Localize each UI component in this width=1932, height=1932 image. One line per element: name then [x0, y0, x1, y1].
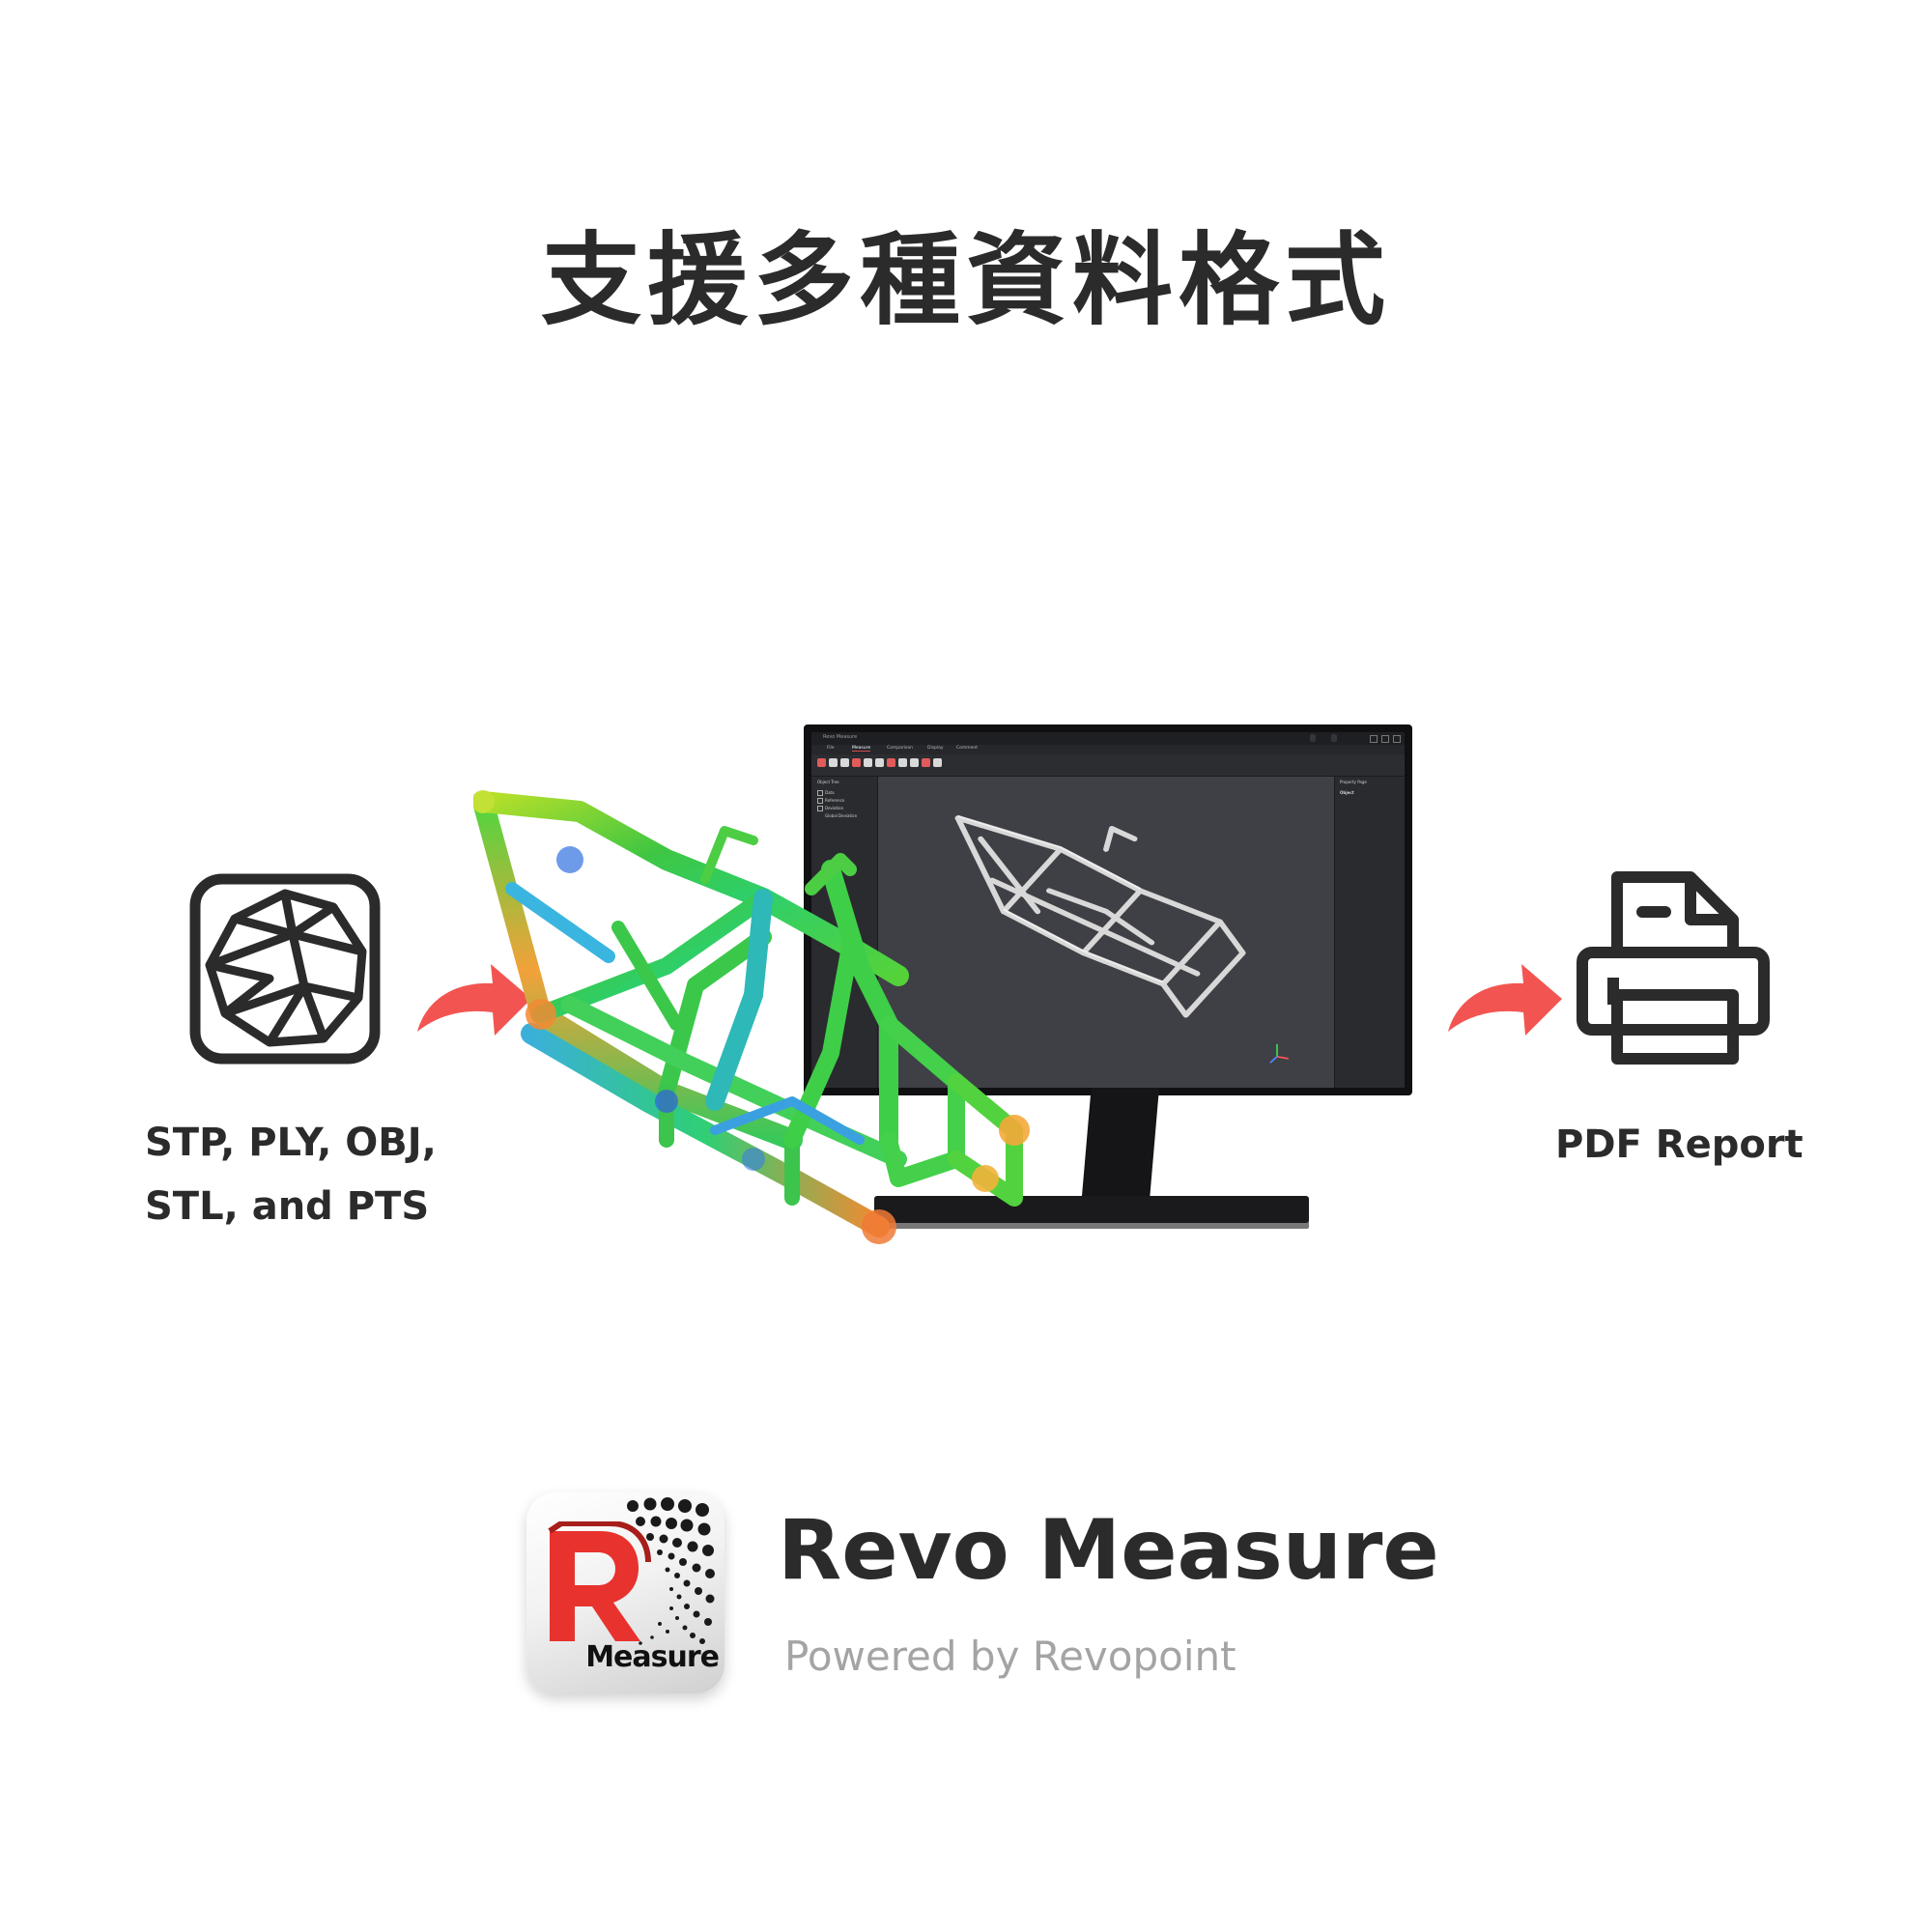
- app-toolbar: [811, 754, 1405, 777]
- tree-item[interactable]: Global Deviation: [825, 813, 857, 818]
- app-logo: Measure: [526, 1492, 724, 1693]
- printer-icon: [1577, 871, 1770, 1065]
- monitor-stand-base: [874, 1196, 1309, 1223]
- tab-display[interactable]: Display: [927, 746, 944, 751]
- pdf-report-caption: PDF Report: [1555, 1122, 1804, 1167]
- tool-icon[interactable]: [875, 758, 884, 767]
- tree-item-label: Reference: [825, 798, 845, 803]
- logo-dot-pattern: [627, 1497, 715, 1645]
- titlebar-chip: [1310, 734, 1316, 742]
- supported-formats-caption: STP, PLY, OBJ, STL, and PTS: [145, 1111, 493, 1238]
- tool-icon[interactable]: [852, 758, 861, 767]
- tool-icon[interactable]: [910, 758, 919, 767]
- tab-measure[interactable]: Measure: [852, 746, 871, 752]
- tool-icon[interactable]: [887, 758, 895, 767]
- brand-tagline: Powered by Revopoint: [784, 1633, 1236, 1680]
- tree-item-label: Data: [825, 790, 835, 795]
- scanned-frame-model: [954, 814, 1289, 1064]
- tool-icon[interactable]: [922, 758, 930, 767]
- object-tree-title: Object Tree: [817, 780, 839, 784]
- formats-line-1: STP, PLY, OBJ,: [145, 1121, 437, 1165]
- app-ribbon-tabs: File Measure Comparison Display Comment: [811, 745, 1405, 754]
- checkbox-icon[interactable]: [817, 790, 823, 796]
- tool-icon[interactable]: [898, 758, 907, 767]
- tool-icon[interactable]: [864, 758, 872, 767]
- tool-icon[interactable]: [933, 758, 942, 767]
- arrow-right-icon: [1448, 964, 1562, 1036]
- close-icon[interactable]: [1393, 735, 1401, 743]
- tab-comparison[interactable]: Comparison: [887, 746, 913, 751]
- tree-item[interactable]: Data: [817, 790, 835, 796]
- arrow-right-icon: [417, 964, 531, 1036]
- minimize-icon[interactable]: [1370, 735, 1378, 743]
- monitor-stand-shadow: [874, 1219, 1309, 1229]
- tree-item-label: Deviation: [825, 806, 844, 810]
- tool-icon[interactable]: [817, 758, 826, 767]
- app-window-title: Revo Measure: [823, 734, 858, 740]
- monitor-stand: [1082, 1088, 1159, 1196]
- tab-comment[interactable]: Comment: [956, 746, 979, 751]
- app-titlebar: Revo Measure: [811, 732, 1405, 745]
- formats-line-2: STL, and PTS: [145, 1184, 430, 1229]
- tree-item[interactable]: Reference: [817, 798, 844, 804]
- checkbox-icon[interactable]: [817, 806, 823, 811]
- maximize-icon[interactable]: [1381, 735, 1389, 743]
- property-panel-title: Property Page: [1340, 780, 1367, 784]
- titlebar-chip: [1331, 734, 1337, 742]
- brand-name: Revo Measure: [778, 1502, 1439, 1599]
- tree-item-label: Global Deviation: [825, 813, 858, 818]
- page-title: 支援多種資料格式: [540, 221, 1391, 339]
- polygon-mesh-icon: [189, 873, 381, 1065]
- checkbox-icon[interactable]: [817, 798, 823, 804]
- property-section: Object: [1340, 790, 1354, 795]
- 3d-viewport[interactable]: [878, 777, 1334, 1088]
- property-panel: Property Page Object: [1334, 777, 1405, 1088]
- logo-word: Measure: [585, 1640, 720, 1674]
- tool-icon[interactable]: [829, 758, 838, 767]
- tab-file[interactable]: File: [827, 746, 835, 751]
- logo-r-mark: [548, 1521, 651, 1641]
- tool-icon[interactable]: [840, 758, 849, 767]
- tree-item[interactable]: Deviation: [817, 806, 843, 811]
- deviation-heatmap-frame: [473, 790, 1030, 1244]
